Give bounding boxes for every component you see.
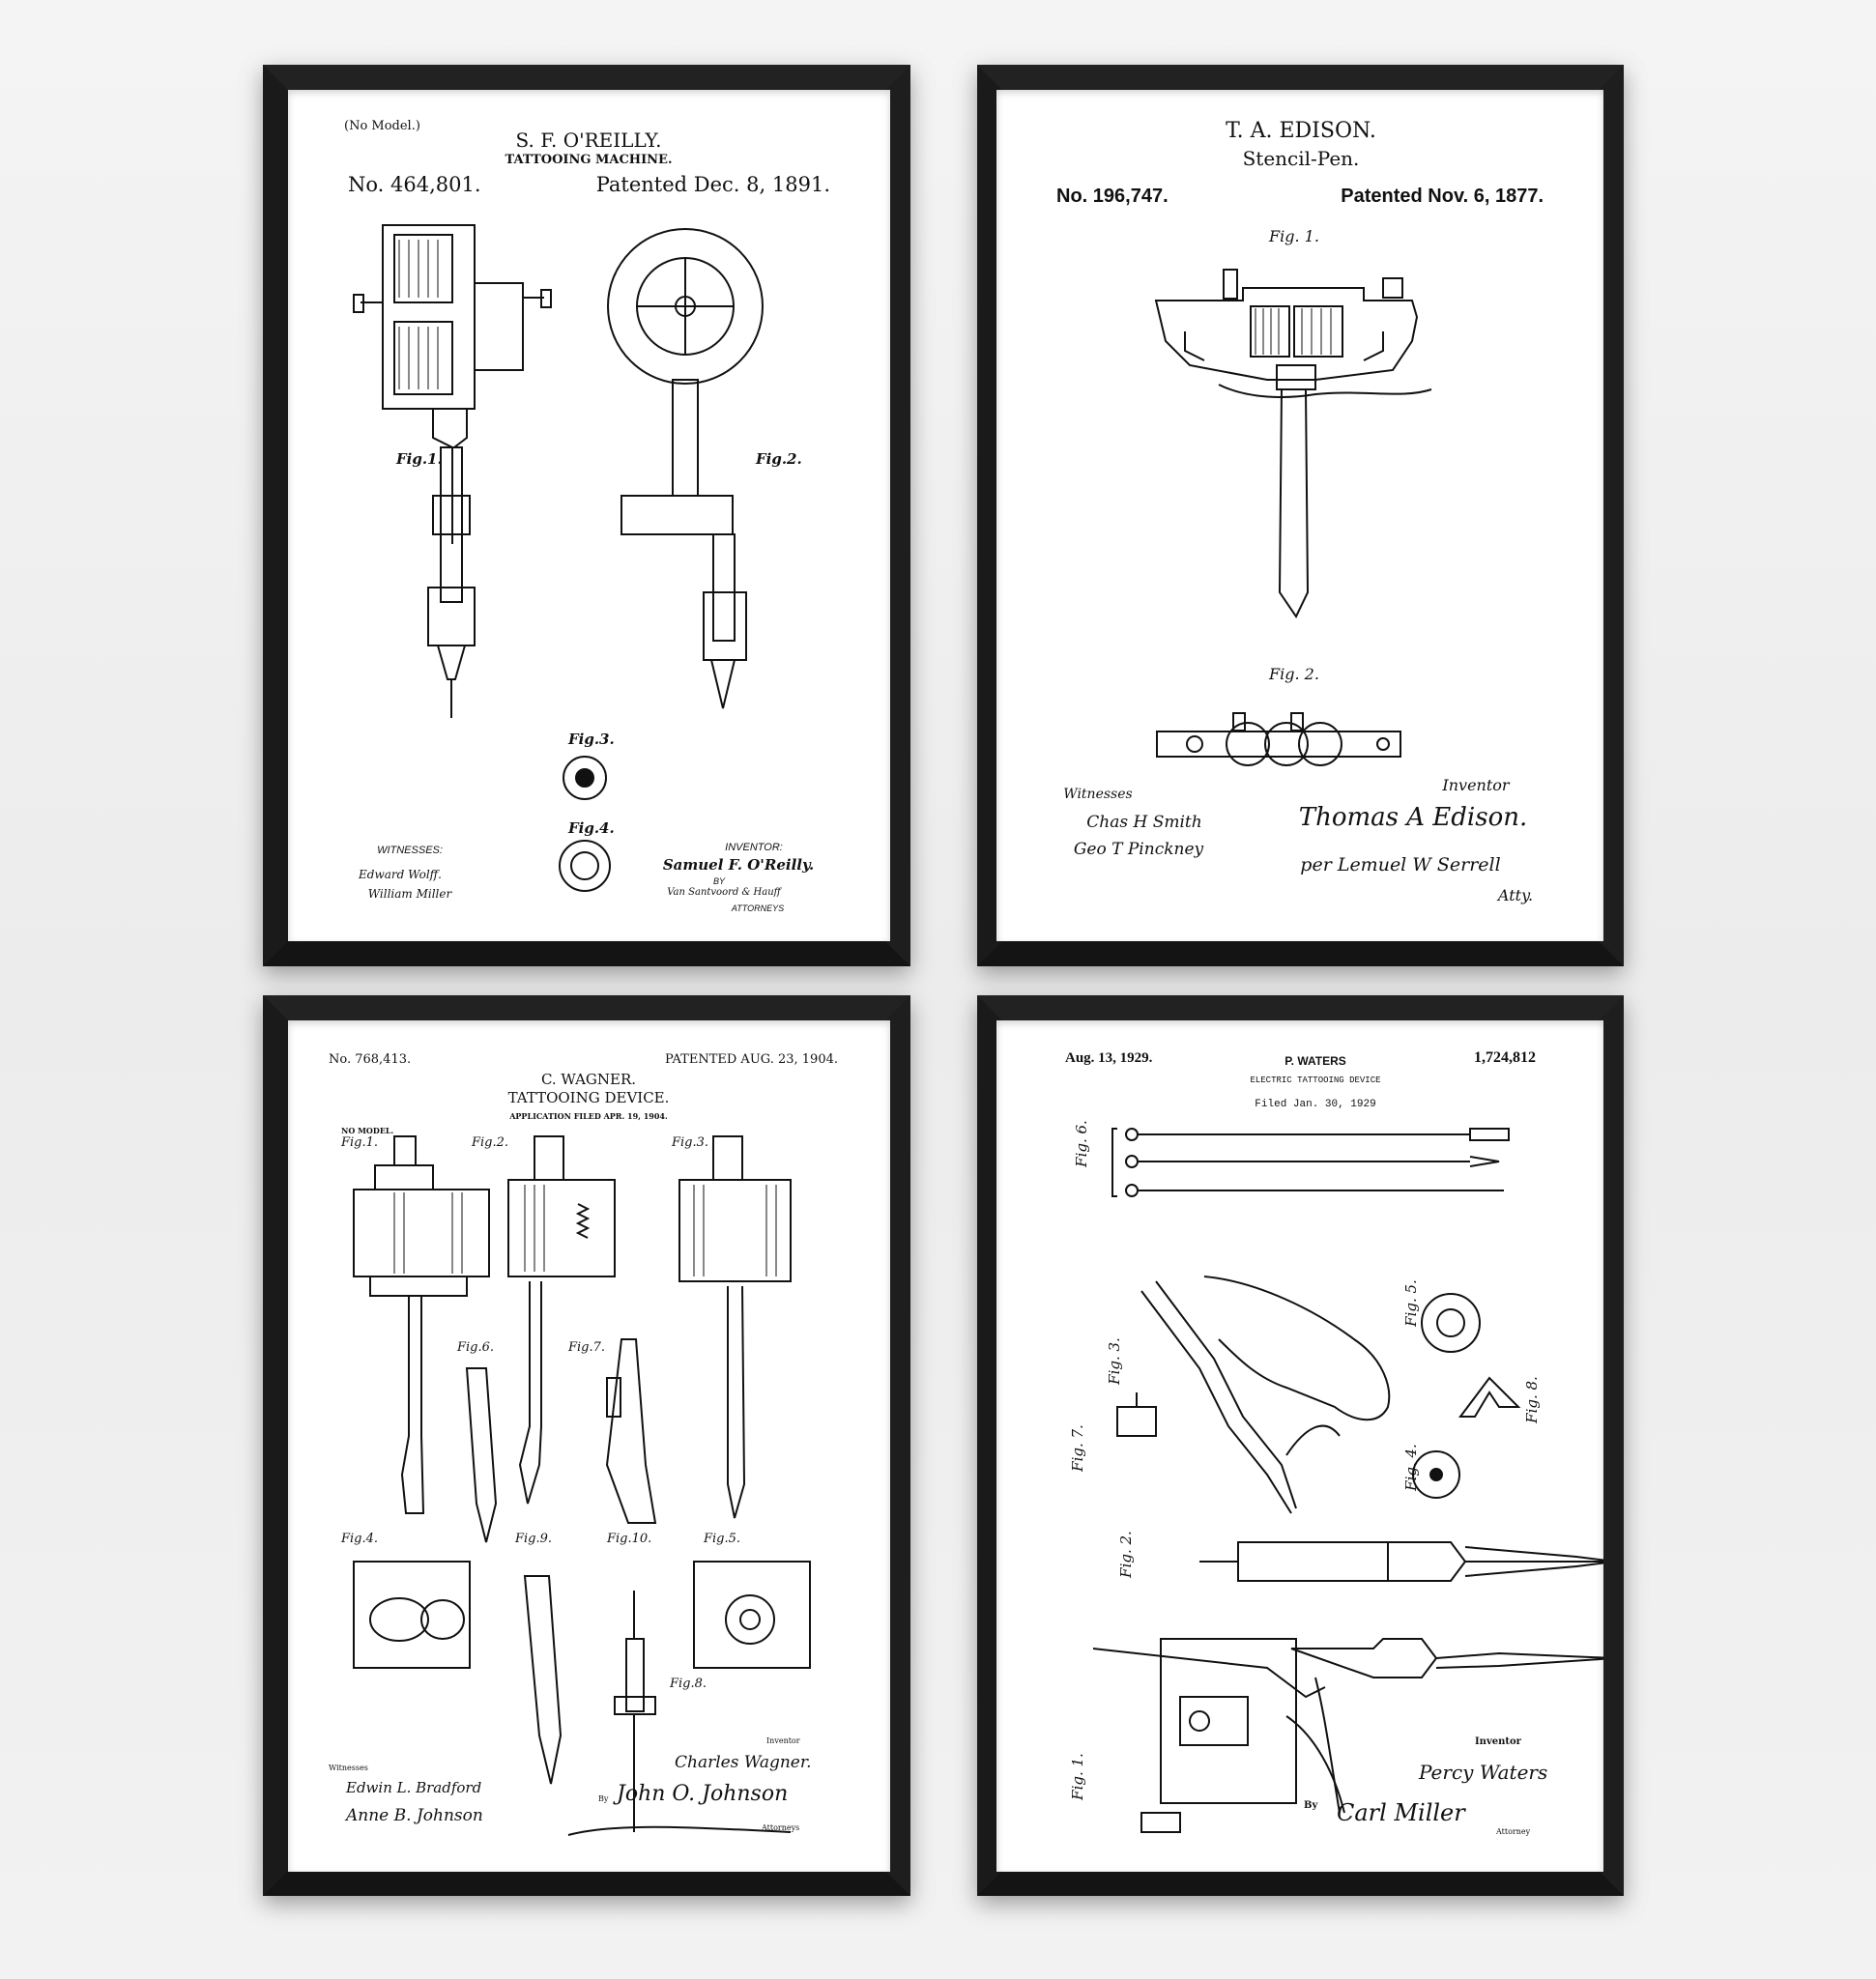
wagner-device-drawing [353,1135,811,1836]
figure-label: Fig. 7. [1068,1424,1086,1472]
by-label: BY [712,876,726,886]
attorney-signature: John O. Johnson [617,1782,789,1806]
figure-label: Fig.9. [515,1532,553,1546]
figure-label: Fig. 5. [1401,1279,1420,1327]
poster-edison: T. A. EDISON. Stencil-Pen. No. 196,747. … [996,90,1603,941]
patent-title: TATTOOING MACHINE. [505,153,673,167]
by-label: By [598,1794,609,1803]
patent-title: Stencil-Pen. [1242,147,1360,170]
patent-number: No. 464,801. [348,173,481,196]
witness-signature: Anne B. Johnson [346,1806,483,1825]
edison-stencil-pen-drawing [1154,269,1432,766]
no-model-label: (No Model.) [344,119,420,133]
figure-label: Fig.1. [396,450,443,468]
figure-label: Fig. 4. [1401,1444,1420,1491]
attorneys-label: Atty. [1497,886,1534,904]
witness-signature: Edwin L. Bradford [346,1779,482,1796]
figure-label: Fig.1. [341,1135,379,1150]
poster-oreilly: (No Model.) S. F. O'REILLY. TATTOOING MA… [288,90,890,941]
patent-date: Aug. 13, 1929. [1065,1050,1153,1066]
inventor-label: Inventor [1475,1736,1521,1747]
patent-number: No. 196,747. [1056,186,1169,207]
by-label: By [1304,1800,1318,1811]
witness-signature: William Miller [367,887,452,901]
inventor-name: S. F. O'REILLY. [515,129,662,152]
attorneys-label: ATTORNEYS [731,903,785,913]
inventor-label: Inventor [766,1736,800,1745]
inventor-label: Inventor [1442,776,1510,794]
witness-signature: Edward Wolff. [359,868,442,881]
figure-label: Fig. 3. [1105,1337,1123,1385]
figure-label: Fig.6. [457,1340,495,1355]
figure-label: Fig. 8. [1522,1376,1541,1423]
inventor-signature: Percy Waters [1419,1761,1548,1784]
attorney-signature: Carl Miller [1337,1799,1465,1826]
witnesses-label: WITNESSES: [377,845,443,856]
filed-date: Filed Jan. 30, 1929 [1255,1099,1376,1110]
poster-wagner: No. 768,413. PATENTED AUG. 23, 1904. C. … [288,1020,890,1872]
oreilly-machine-drawing [353,224,764,892]
figure-label: Fig.3. [568,731,615,748]
no-model-label: NO MODEL. [341,1126,394,1135]
inventor-name: P. WATERS [1284,1054,1346,1068]
figure-label: Fig.3. [672,1135,709,1150]
figure-label: Fig.8. [670,1677,707,1691]
patent-title: ELECTRIC TATTOOING DEVICE [1250,1076,1381,1085]
inventor-signature: Samuel F. O'Reilly. [662,856,815,874]
figure-label: Fig.4. [568,819,615,837]
figure-label: Fig. 2. [1269,665,1319,683]
patent-date: PATENTED AUG. 23, 1904. [664,1052,838,1067]
figure-label: Fig.4. [341,1532,379,1546]
patent-date: Patented Dec. 8, 1891. [595,173,830,196]
attorney-signature: Van Santvoord & Hauff [667,887,781,898]
inventor-name: T. A. EDISON. [1226,119,1376,143]
inventor-signature: Thomas A Edison. [1298,803,1528,832]
patent-number: 1,724,812 [1474,1049,1536,1066]
figure-label: Fig.7. [568,1340,606,1355]
figure-label: Fig.2. [472,1135,509,1150]
figure-label: Fig.2. [756,450,802,468]
patent-number: No. 768,413. [329,1052,412,1067]
witness-signature: Geo T Pinckney [1073,840,1204,859]
poster-waters: Aug. 13, 1929. P. WATERS 1,724,812 ELECT… [996,1020,1603,1872]
witness-signature: Chas H Smith [1086,813,1202,832]
figure-label: Fig.5. [704,1532,741,1546]
attorneys-label: Attorney [1496,1827,1531,1836]
inventor-name: C. WAGNER. [540,1071,637,1088]
inventor-signature: Charles Wagner. [675,1753,812,1772]
attorneys-label: Attorneys [762,1823,800,1832]
figure-label: Fig. 1. [1068,1753,1086,1800]
witnesses-label: Witnesses [329,1764,368,1772]
attorney-signature: per Lemuel W Serrell [1300,854,1501,875]
figure-label: Fig.10. [607,1532,652,1546]
application-filed: APPLICATION FILED APR. 19, 1904. [509,1111,668,1121]
waters-device-drawing [1092,1128,1603,1833]
figure-label: Fig. 1. [1269,227,1319,245]
witnesses-label: Witnesses [1063,787,1133,802]
patent-date: Patented Nov. 6, 1877. [1341,186,1544,207]
figure-label: Fig. 2. [1116,1531,1135,1578]
figure-label: Fig. 6. [1072,1120,1090,1167]
patent-title: TATTOOING DEVICE. [507,1089,670,1106]
inventor-label: INVENTOR: [725,842,783,853]
